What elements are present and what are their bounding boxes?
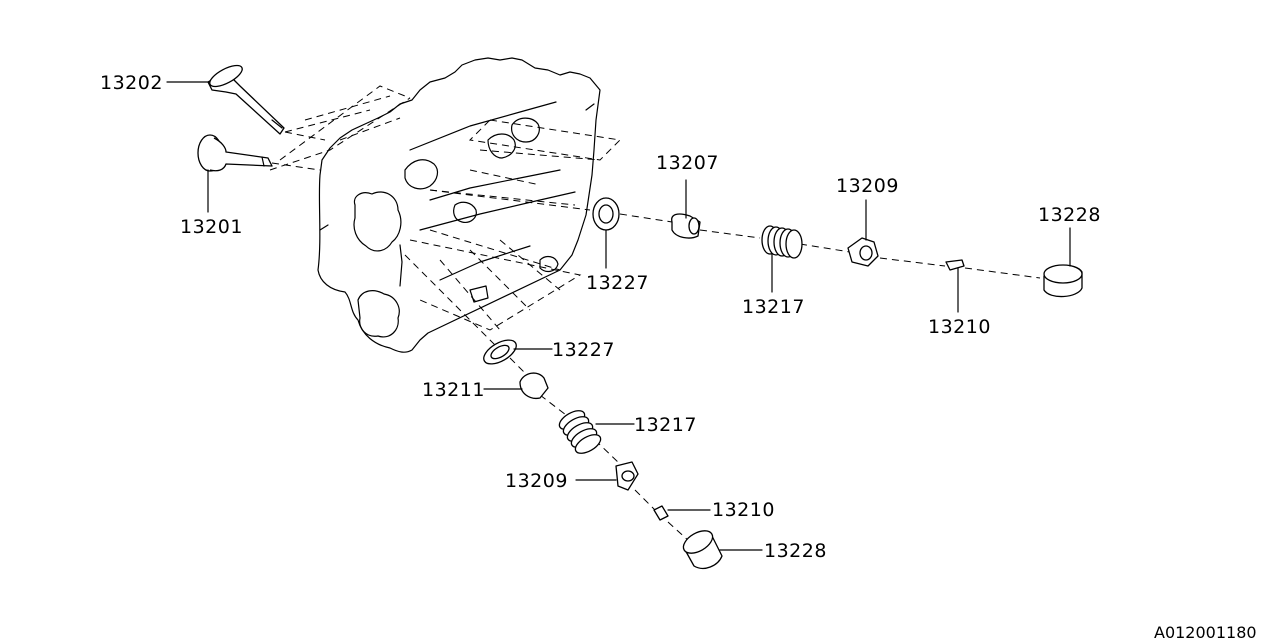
figure-reference: A012001180 [1154,623,1257,640]
valve-guide-lower-part [519,372,549,400]
dashed-projection-lines [269,85,1041,543]
valve-spring-upper-part [761,225,803,259]
intake-valve [197,134,273,172]
tappet-lower-part [682,530,723,570]
valve-stem-seal-upper-part [592,197,620,231]
callout-13209-lower: 13209 [505,470,568,492]
callout-13227-lower: 13227 [552,339,615,361]
valve-guide-upper-part [671,213,701,239]
callout-13201: 13201 [180,216,243,238]
callout-13202: 13202 [100,72,163,94]
callout-13228-lower: 13228 [764,540,827,562]
callout-13207: 13207 [656,152,719,174]
valve-stem-seal-lower-part [483,339,517,365]
callout-13217-upper: 13217 [742,296,805,318]
callout-13228-upper: 13228 [1038,204,1101,226]
leader-lines [166,81,1071,551]
valve-key-upper-part [945,259,965,271]
callout-13211: 13211 [422,379,485,401]
spring-retainer-lower-part [615,461,639,491]
callout-13210-upper: 13210 [928,316,991,338]
valve-spring-lower-part [558,410,602,454]
callout-13209-upper: 13209 [836,175,899,197]
callout-13217-lower: 13217 [634,414,697,436]
valve-key-lower-part [653,505,669,521]
tappet-upper-part [1043,264,1083,298]
spring-retainer-upper-part [847,237,879,267]
callout-13227-upper: 13227 [586,272,649,294]
cylinder-head [317,57,601,353]
callout-13210-lower: 13210 [712,499,775,521]
exhaust-valve [207,64,285,135]
